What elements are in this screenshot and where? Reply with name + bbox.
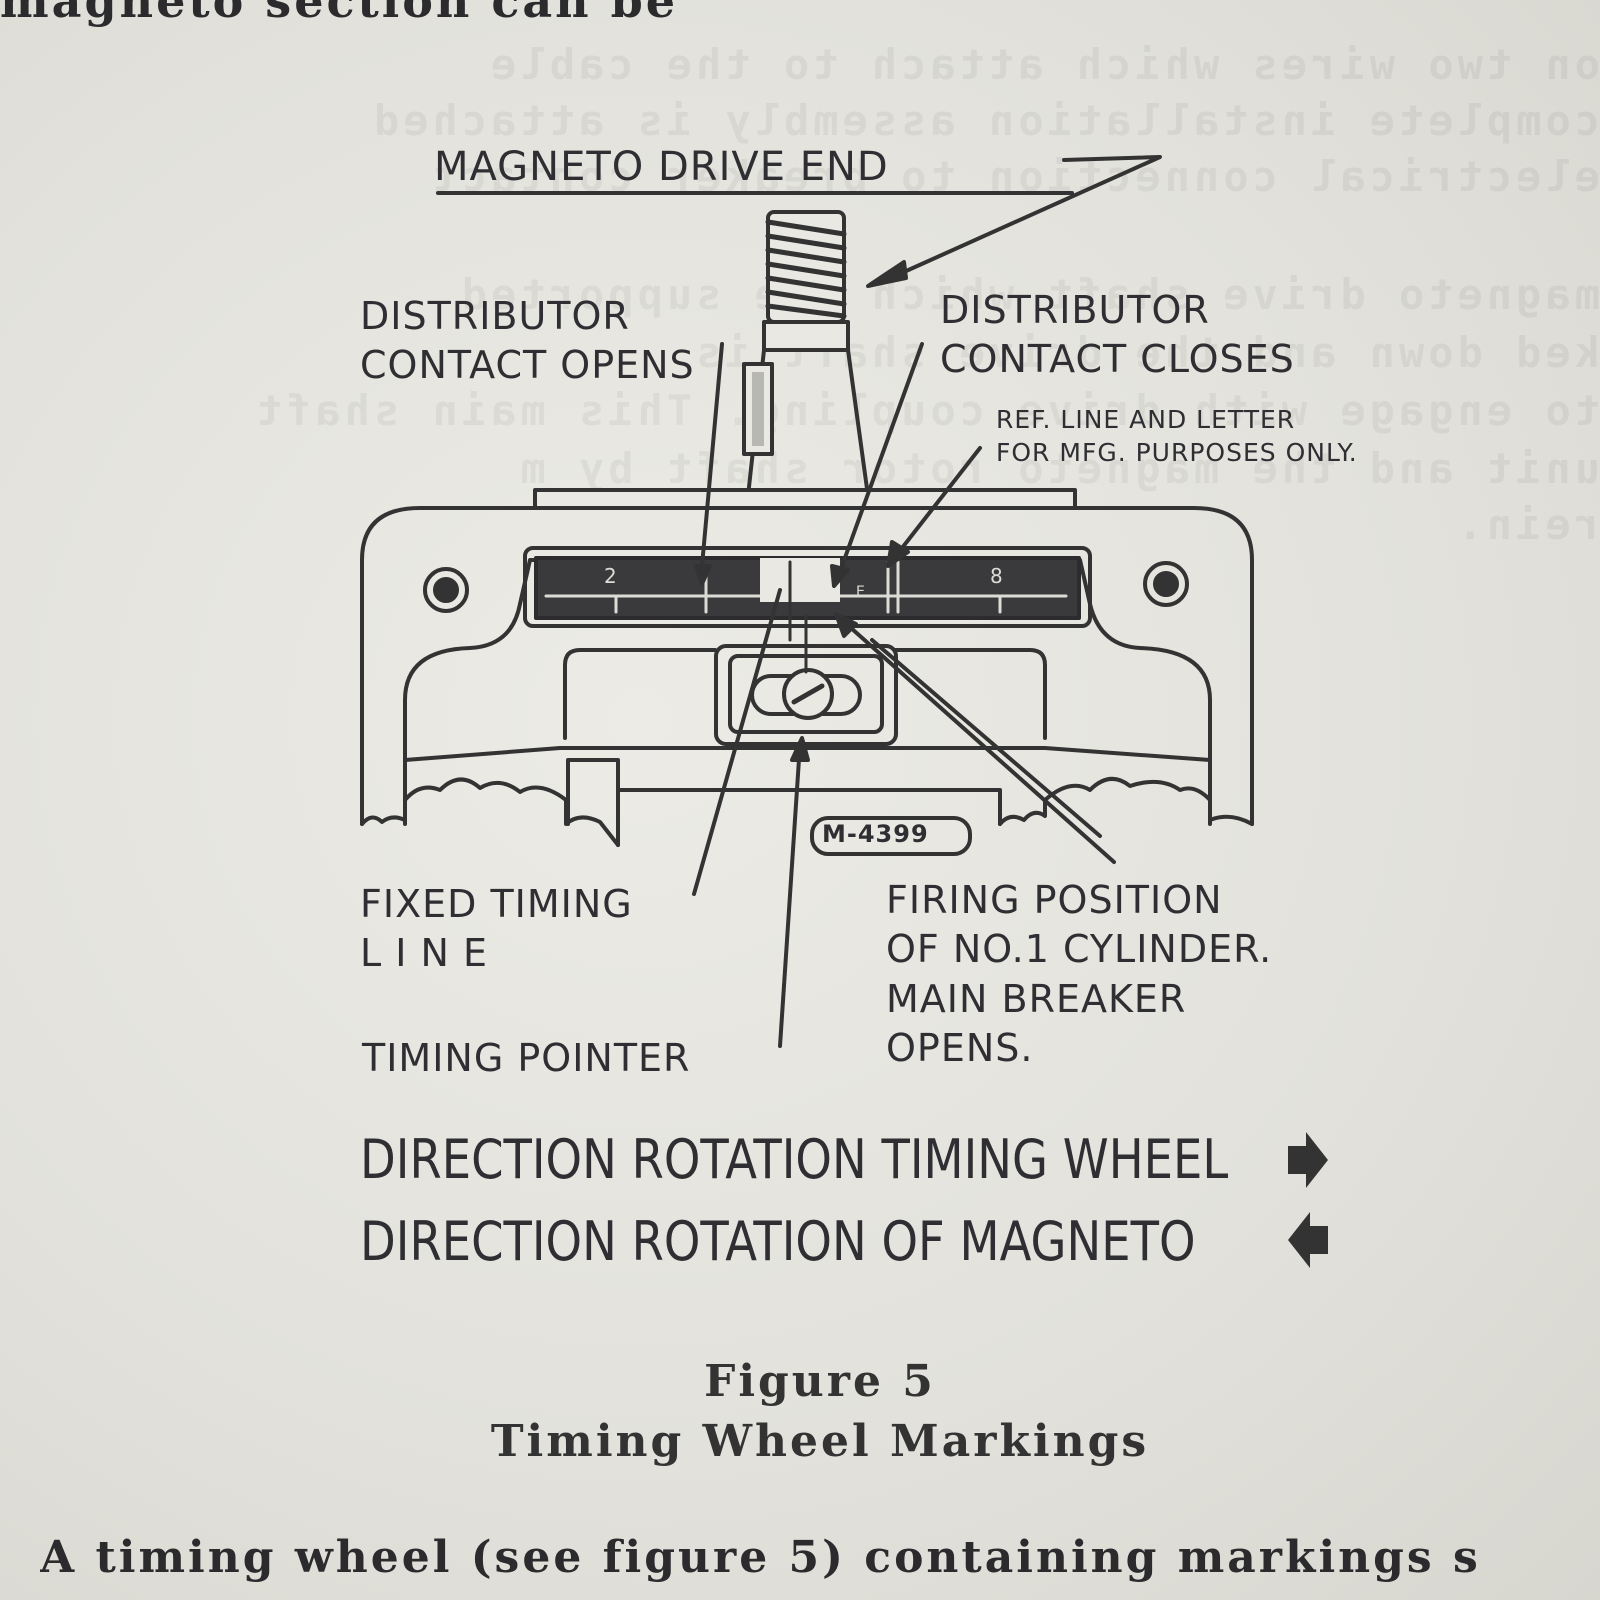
skirt-step [566, 758, 1002, 826]
arrowhead [866, 260, 908, 288]
leader-ref-line [900, 446, 982, 550]
label-ref-line-and-letter: REF. LINE AND LETTER FOR MFG. PURPOSES O… [996, 404, 1358, 469]
arrow-left-icon [1288, 1212, 1328, 1268]
leader-timing-pointer [778, 742, 802, 1048]
leader-fixed-timing [692, 588, 782, 896]
label-line: CONTACT OPENS [360, 343, 695, 388]
mounting-hole-right [1143, 561, 1189, 607]
arrow-right-icon [1288, 1132, 1328, 1188]
label-line: FIXED TIMING [360, 882, 633, 926]
top-body-text: magneto section can be [0, 0, 679, 28]
label-distributor-contact-opens: DISTRIBUTOR CONTACT OPENS [360, 292, 695, 391]
label-firing-position: FIRING POSITION OF NO.1 CYLINDER. MAIN B… [886, 876, 1272, 1074]
label-distributor-contact-closes: DISTRIBUTOR CONTACT CLOSES [940, 286, 1295, 385]
label-line: L I N E [360, 931, 489, 976]
figure-title: Timing Wheel Markings [490, 1416, 1150, 1467]
label-direction-timing-wheel: DIRECTION ROTATION TIMING WHEEL [360, 1128, 1229, 1191]
label-timing-pointer: TIMING POINTER [362, 1036, 691, 1080]
label-line: DISTRIBUTOR [940, 288, 1210, 332]
wheel-mark-8: 8 [990, 564, 1004, 588]
label-line: CONTACT CLOSES [940, 337, 1295, 382]
lower-block-right [893, 648, 1047, 740]
leader-dist-opens [700, 342, 724, 568]
label-line: FIRING POSITION [886, 878, 1223, 922]
label-line: DISTRIBUTOR [360, 294, 630, 338]
part-number-frame [810, 816, 972, 856]
drive-end-leader [893, 155, 1162, 278]
lower-block-left [563, 648, 717, 740]
part-number: M-4399 [822, 820, 929, 848]
housing-outer [360, 506, 1254, 826]
leader-firing [840, 618, 1116, 864]
label-magneto-drive-end: MAGNETO DRIVE END [434, 144, 889, 190]
label-direction-magneto: DIRECTION ROTATION OF MAGNETO [360, 1210, 1196, 1273]
label-line: OPENS. [886, 1026, 1034, 1071]
wheel-mark-2: 2 [604, 564, 618, 588]
label-line: FOR MFG. PURPOSES ONLY. [996, 437, 1358, 467]
broken-edge-left [403, 777, 620, 847]
threaded-shaft [762, 210, 850, 352]
label-fixed-timing-line: FIXED TIMING L I N E [360, 880, 633, 979]
broken-edge-right [998, 777, 1254, 826]
shaft-key [742, 362, 774, 456]
wheel-mark-e: E [856, 584, 866, 600]
label-line: REF. LINE AND LETTER [996, 405, 1296, 434]
bottom-body-text: A timing wheel (see figure 5) containing… [40, 1532, 1481, 1583]
top-plate [533, 488, 1077, 510]
label-line: MAIN BREAKER [886, 976, 1187, 1021]
figure-number: Figure 5 [704, 1356, 936, 1407]
mounting-hole-left [423, 567, 469, 613]
leader-dist-closes [840, 342, 924, 568]
label-line: OF NO.1 CYLINDER. [886, 927, 1273, 972]
